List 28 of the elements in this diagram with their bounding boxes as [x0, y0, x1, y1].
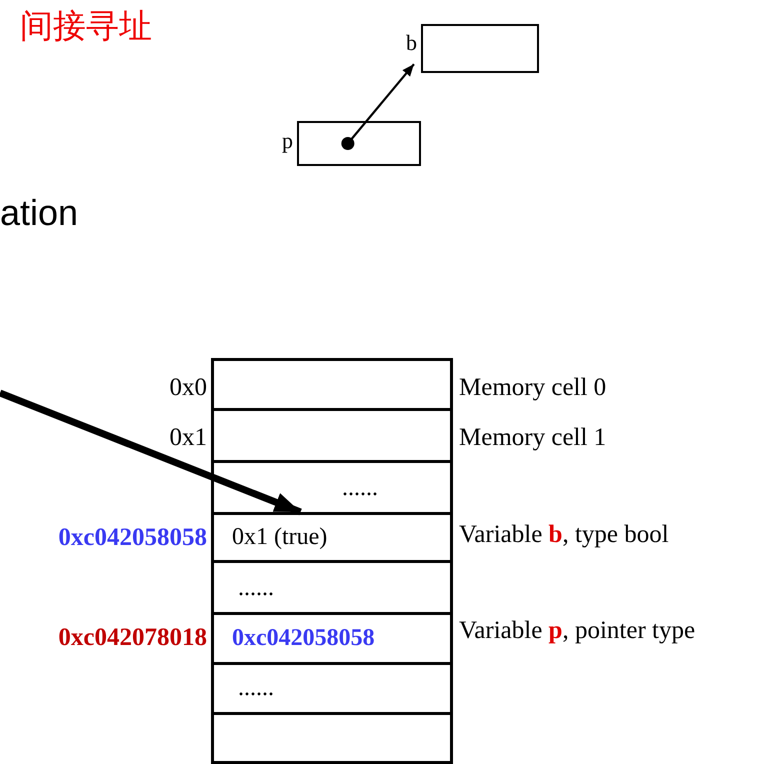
address-label: 0xc042078018: [58, 625, 207, 650]
cell-description: Variable b, type bool: [459, 522, 669, 547]
variable-name: p: [282, 130, 293, 152]
title: 间接寻址: [20, 6, 152, 46]
variable-box: [421, 24, 539, 73]
partial-text: ation: [0, 195, 78, 231]
pointer-arrow: [341, 63, 415, 150]
memory-cell: [211, 560, 453, 615]
cell-value: ......: [237, 675, 274, 702]
memory-cell: [211, 408, 453, 463]
memory-cell: [211, 662, 453, 715]
address-label: 0x1: [170, 425, 207, 450]
cell-description: Memory cell 0: [459, 375, 606, 400]
memory-cell: [211, 712, 453, 764]
memory-cell: [211, 512, 453, 563]
memory-cell: [211, 612, 453, 665]
address-label: 0xc042058058: [58, 525, 207, 550]
variable-box: [297, 121, 421, 166]
cell-value: ......: [341, 475, 378, 502]
address-label: 0x0: [170, 375, 207, 400]
cell-description: Variable p, pointer type: [459, 618, 696, 643]
cell-value: 0xc042058058: [231, 625, 375, 652]
cell-value: ......: [237, 575, 274, 602]
variable-name: b: [406, 32, 417, 54]
cell-description: Memory cell 1: [459, 425, 606, 450]
memory-cell: [211, 460, 453, 515]
cell-value: 0x1 (true): [231, 524, 328, 551]
memory-cell: [211, 358, 453, 411]
